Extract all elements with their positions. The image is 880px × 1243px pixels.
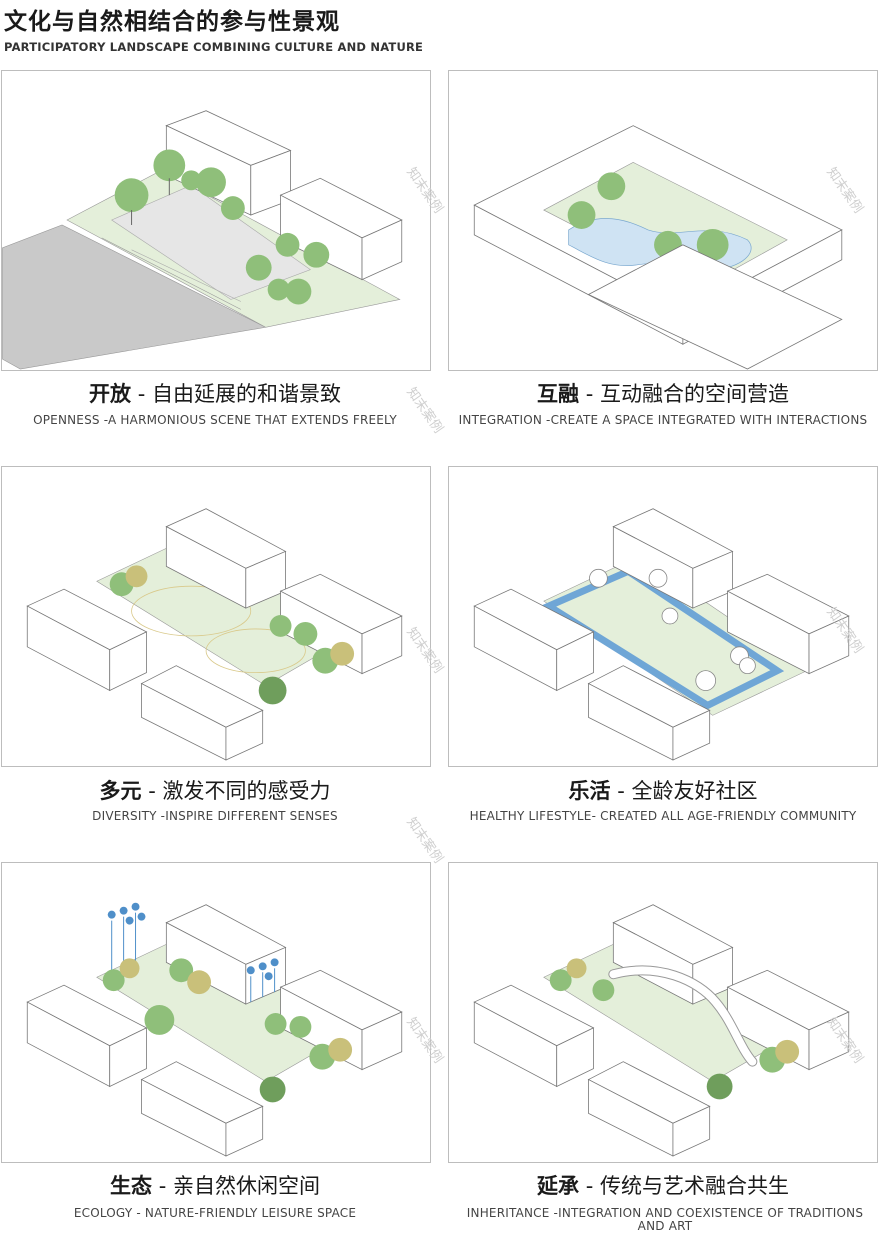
openness-axonometric xyxy=(2,110,403,370)
caption-title: 多元 - 激发不同的感受力 xyxy=(99,779,331,803)
diagram-diversity xyxy=(1,466,431,767)
diagram-inheritance xyxy=(448,862,878,1163)
caption-title: 乐活 - 全龄友好社区 xyxy=(568,779,758,803)
buildings xyxy=(26,904,403,1157)
caption-title: 互融 - 互动融合的空间营造 xyxy=(537,382,789,406)
trees xyxy=(567,172,729,261)
trees xyxy=(102,958,353,1103)
caption-subtitle: HEALTHY LIFESTYLE- CREATED ALL AGE-FRIEN… xyxy=(469,809,857,823)
caption-subtitle: INHERITANCE -INTEGRATION AND COEXISTENCE… xyxy=(466,1206,864,1233)
caption-subtitle: ECOLOGY - NATURE-FRIENDLY LEISURE SPACE xyxy=(73,1206,357,1220)
diagram-integration xyxy=(448,70,878,371)
diagram-ecology xyxy=(1,862,431,1163)
diagram-openness xyxy=(1,70,431,371)
caption-subtitle: OPENNESS -A HARMONIOUS SCENE THAT EXTEND… xyxy=(33,413,397,427)
caption-subtitle: INTEGRATION -CREATE A SPACE INTEGRATED W… xyxy=(458,413,868,427)
front-wing xyxy=(587,244,843,370)
diagram-healthy-lifestyle xyxy=(448,466,878,767)
diversity-axonometric xyxy=(26,508,403,761)
page-title: 文化与自然相结合的参与性景观 xyxy=(4,9,340,35)
rain-drops xyxy=(107,902,279,981)
page-subtitle: PARTICIPATORY LANDSCAPE COMBINING CULTUR… xyxy=(4,40,424,54)
buildings xyxy=(473,904,850,1157)
healthy-lifestyle-axonometric xyxy=(473,508,850,761)
ecology-axonometric xyxy=(26,902,403,1157)
trees xyxy=(549,958,800,1100)
caption-title: 延承 - 传统与艺术融合共生 xyxy=(537,1174,789,1198)
building-right xyxy=(279,177,403,281)
integration-axonometric xyxy=(473,125,843,370)
road xyxy=(2,224,267,370)
inheritance-axonometric xyxy=(473,904,850,1157)
buildings xyxy=(26,508,403,761)
caption-subtitle: DIVERSITY -INSPIRE DIFFERENT SENSES xyxy=(92,809,338,823)
buildings xyxy=(473,508,850,761)
caption-title: 开放 - 自由延展的和谐景致 xyxy=(89,382,341,406)
trees xyxy=(114,149,330,305)
trees xyxy=(109,565,355,705)
trees xyxy=(589,568,756,691)
caption-title: 生态 - 亲自然休闲空间 xyxy=(110,1174,320,1198)
